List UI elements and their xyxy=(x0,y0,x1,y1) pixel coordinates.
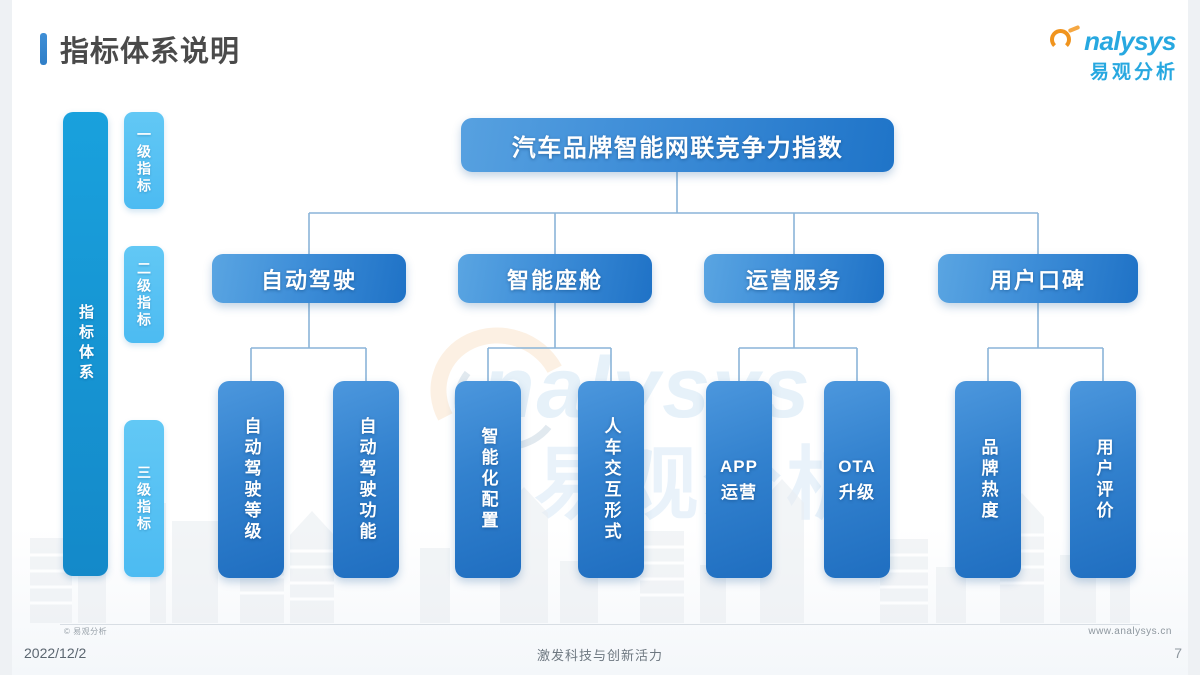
level3-node-label-line2: 运营 xyxy=(721,482,757,502)
title-accent-bar xyxy=(40,33,47,65)
level3-node-label: 用户评价 xyxy=(1093,437,1113,522)
level3-node-app-operation[interactable]: APP 运营 xyxy=(706,381,772,578)
level-chip-2: 二级指标 xyxy=(124,246,164,343)
page-number: 7 xyxy=(1174,645,1182,661)
level3-node-label: APP 运营 xyxy=(720,454,758,505)
footer-slogan: 激发科技与创新活力 xyxy=(536,648,663,663)
level3-node-label-line1: OTA xyxy=(838,457,876,476)
level3-node-smart-configuration[interactable]: 智能化配置 xyxy=(455,381,521,578)
level2-node-operation-service[interactable]: 运营服务 xyxy=(704,254,884,303)
logo-text-en: nalysys xyxy=(1026,26,1178,56)
level3-node-hmi-form[interactable]: 人车交互形式 xyxy=(578,381,644,578)
level3-node-user-rating[interactable]: 用户评价 xyxy=(1070,381,1136,578)
level2-node-label: 用户口碑 xyxy=(989,267,1086,293)
slide-header: 指标体系说明 nalysys 易观分析 xyxy=(0,0,1200,92)
level-chip-1-label: 一级指标 xyxy=(136,126,152,195)
level3-node-label: OTA 升级 xyxy=(838,454,876,505)
copyright-note: © 易观分析 xyxy=(64,627,108,636)
level3-node-label: 自动驾驶等级 xyxy=(241,416,261,543)
level3-node-label-line2: 升级 xyxy=(839,482,875,502)
logo-text-cn: 易观分析 xyxy=(1089,62,1178,83)
level2-node-user-reputation[interactable]: 用户口碑 xyxy=(938,254,1138,303)
level3-node-driving-level[interactable]: 自动驾驶等级 xyxy=(218,381,284,578)
level-chip-1: 一级指标 xyxy=(124,112,164,209)
left-edge-band xyxy=(0,0,12,675)
level3-node-label: 品牌热度 xyxy=(978,437,998,522)
page-title: 指标体系说明 xyxy=(60,36,241,68)
level2-node-autonomous-driving[interactable]: 自动驾驶 xyxy=(212,254,406,303)
footer-website: www.analysys.cn xyxy=(1088,626,1172,637)
level3-node-label-line1: APP xyxy=(720,457,758,476)
level2-node-label: 智能座舱 xyxy=(506,267,603,293)
root-node-label: 汽车品牌智能网联竞争力指数 xyxy=(511,134,844,162)
footer-divider xyxy=(60,624,1140,625)
level2-node-label: 自动驾驶 xyxy=(260,267,357,293)
level3-node-label: 智能化配置 xyxy=(478,427,498,532)
level-chip-3: 三级指标 xyxy=(124,420,164,577)
level3-node-driving-function[interactable]: 自动驾驶功能 xyxy=(333,381,399,578)
footer-date: 2022/12/2 xyxy=(24,645,87,661)
level2-node-label: 运营服务 xyxy=(745,267,842,293)
rail-label: 指标体系 xyxy=(77,304,94,384)
level3-node-label: 人车交互形式 xyxy=(601,416,621,543)
level-chip-3-label: 三级指标 xyxy=(136,464,152,533)
analysys-a-swirl-icon xyxy=(1050,29,1071,50)
level2-node-smart-cockpit[interactable]: 智能座舱 xyxy=(458,254,652,303)
analysys-logo: nalysys 易观分析 xyxy=(1026,26,1178,83)
indicator-system-rail: 指标体系 xyxy=(63,112,108,576)
right-edge-band xyxy=(1188,0,1200,675)
level-chip-2-label: 二级指标 xyxy=(136,260,152,329)
level3-node-ota-upgrade[interactable]: OTA 升级 xyxy=(824,381,890,578)
level3-node-label: 自动驾驶功能 xyxy=(356,416,376,543)
root-node[interactable]: 汽车品牌智能网联竞争力指数 xyxy=(461,118,894,172)
level3-node-brand-heat[interactable]: 品牌热度 xyxy=(955,381,1021,578)
